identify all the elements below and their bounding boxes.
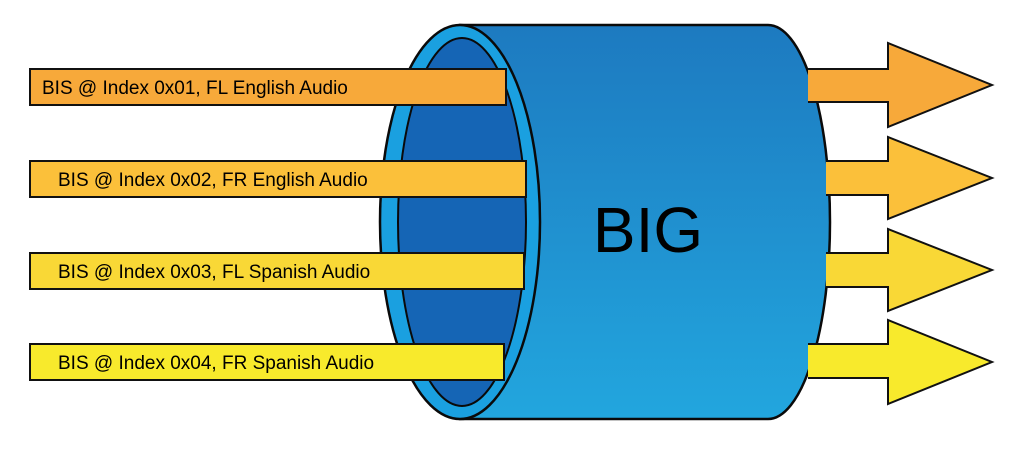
cylinder-body [458,23,832,421]
cylinder-label: BIG [593,194,703,266]
stream-2-out-arrow [826,135,995,221]
stream-3-out-arrow [826,227,995,313]
stream-2-front [29,160,527,198]
stream-2-label: BIS @ Index 0x02, FR English Audio [58,170,368,191]
stream-1-front [29,68,507,106]
stream-1-out-arrow [808,41,995,129]
stream-4-label: BIS @ Index 0x04, FR Spanish Audio [58,353,374,374]
stream-4-out-arrow [808,318,995,406]
stream-1-label: BIS @ Index 0x01, FL English Audio [42,78,348,99]
cylinder-opening [397,37,527,407]
stream-3-label: BIS @ Index 0x03, FL Spanish Audio [58,262,370,283]
stream-3-front [29,252,525,290]
stream-4-front [29,343,505,381]
